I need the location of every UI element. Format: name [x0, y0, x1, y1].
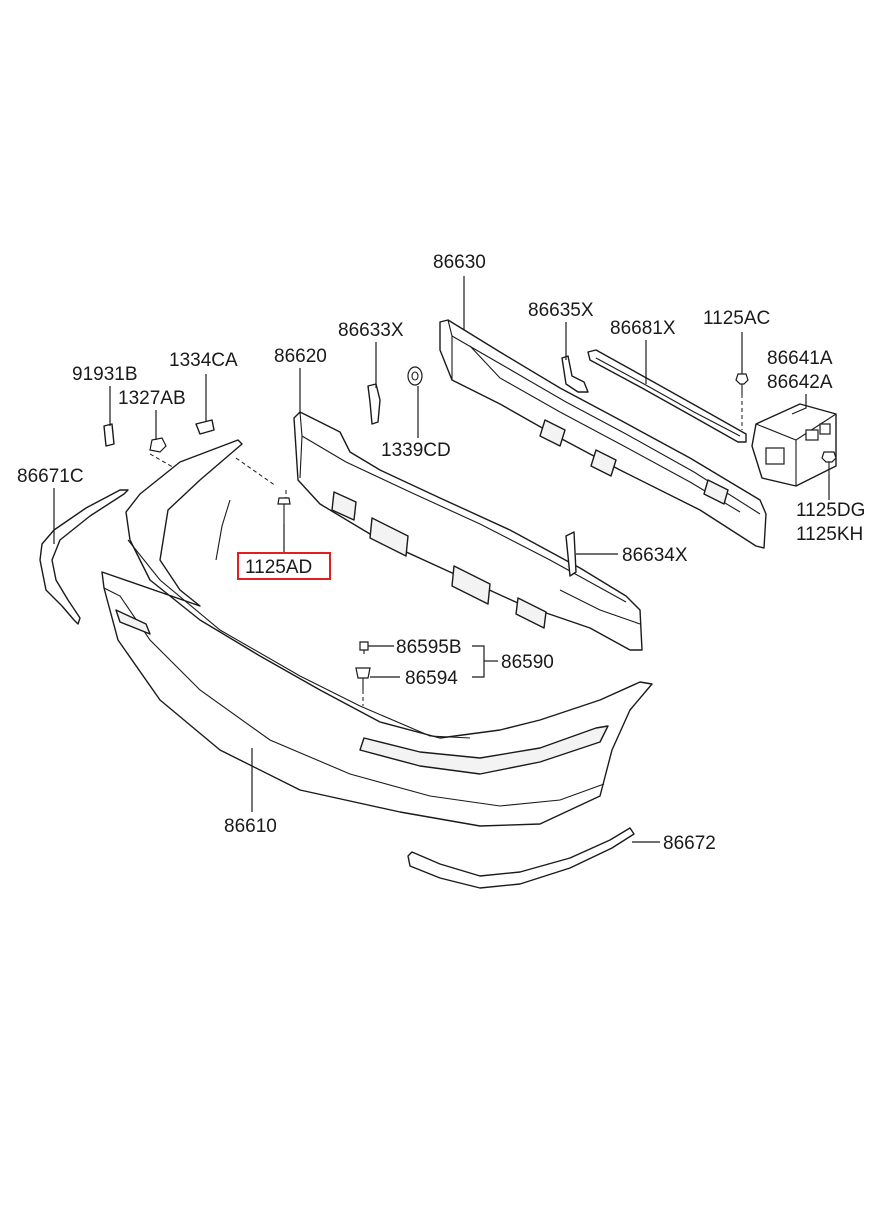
label-86642a[interactable]: 86642A [767, 372, 833, 393]
strip-86681x-drawing [587, 349, 747, 443]
clip-1334ca-drawing [195, 419, 215, 435]
molding-86671c-drawing [39, 489, 129, 625]
absorber-86620-drawing [293, 411, 643, 651]
label-1125ad[interactable]: 1125AD [245, 557, 312, 578]
label-86630[interactable]: 86630 [433, 252, 486, 273]
label-86594[interactable]: 86594 [405, 668, 458, 689]
stay-bracket-drawing [751, 403, 837, 487]
screw-1125ad-drawing [277, 497, 291, 524]
bracket-86635x-drawing [561, 355, 589, 393]
highlight-box-1125ad [237, 552, 331, 580]
reinforcement-beam-drawing [439, 319, 767, 549]
part-labels: 86630 86635X 86681X 1125AC 86633X 86620 … [17, 252, 865, 854]
label-86635x[interactable]: 86635X [528, 300, 594, 321]
label-1125dg[interactable]: 1125DG [796, 500, 865, 521]
label-1125ac[interactable]: 1125AC [703, 308, 770, 329]
label-86681x[interactable]: 86681X [610, 318, 676, 339]
bolt-1125dg-drawing [821, 451, 837, 474]
nut-1339cd-drawing [407, 366, 423, 386]
bracket-91931b-drawing [103, 423, 115, 447]
bolt-1125ac-drawing [735, 373, 749, 430]
label-86590[interactable]: 86590 [501, 652, 554, 673]
nut-1327ab-drawing [149, 437, 179, 471]
label-1339cd[interactable]: 1339CD [381, 440, 451, 461]
fasteners-86590-drawing [355, 641, 371, 706]
label-86671c[interactable]: 86671C [17, 466, 84, 487]
label-1334ca[interactable]: 1334CA [169, 350, 238, 371]
bracket-86634x-drawing [565, 531, 577, 577]
label-86634x[interactable]: 86634X [622, 545, 688, 566]
molding-86672-drawing [407, 827, 635, 889]
label-86672[interactable]: 86672 [663, 833, 716, 854]
leader-lines [53, 276, 830, 843]
bumper-cover-86610-drawing [101, 439, 653, 827]
label-86641a[interactable]: 86641A [767, 348, 833, 369]
label-86633x[interactable]: 86633X [338, 320, 404, 341]
label-1125kh[interactable]: 1125KH [796, 524, 863, 545]
label-86595b[interactable]: 86595B [396, 637, 462, 658]
label-86610[interactable]: 86610 [224, 816, 277, 837]
label-1327ab[interactable]: 1327AB [118, 388, 186, 409]
label-91931b[interactable]: 91931B [72, 364, 138, 385]
label-86620[interactable]: 86620 [274, 346, 327, 367]
bracket-86633x-drawing [367, 383, 381, 425]
